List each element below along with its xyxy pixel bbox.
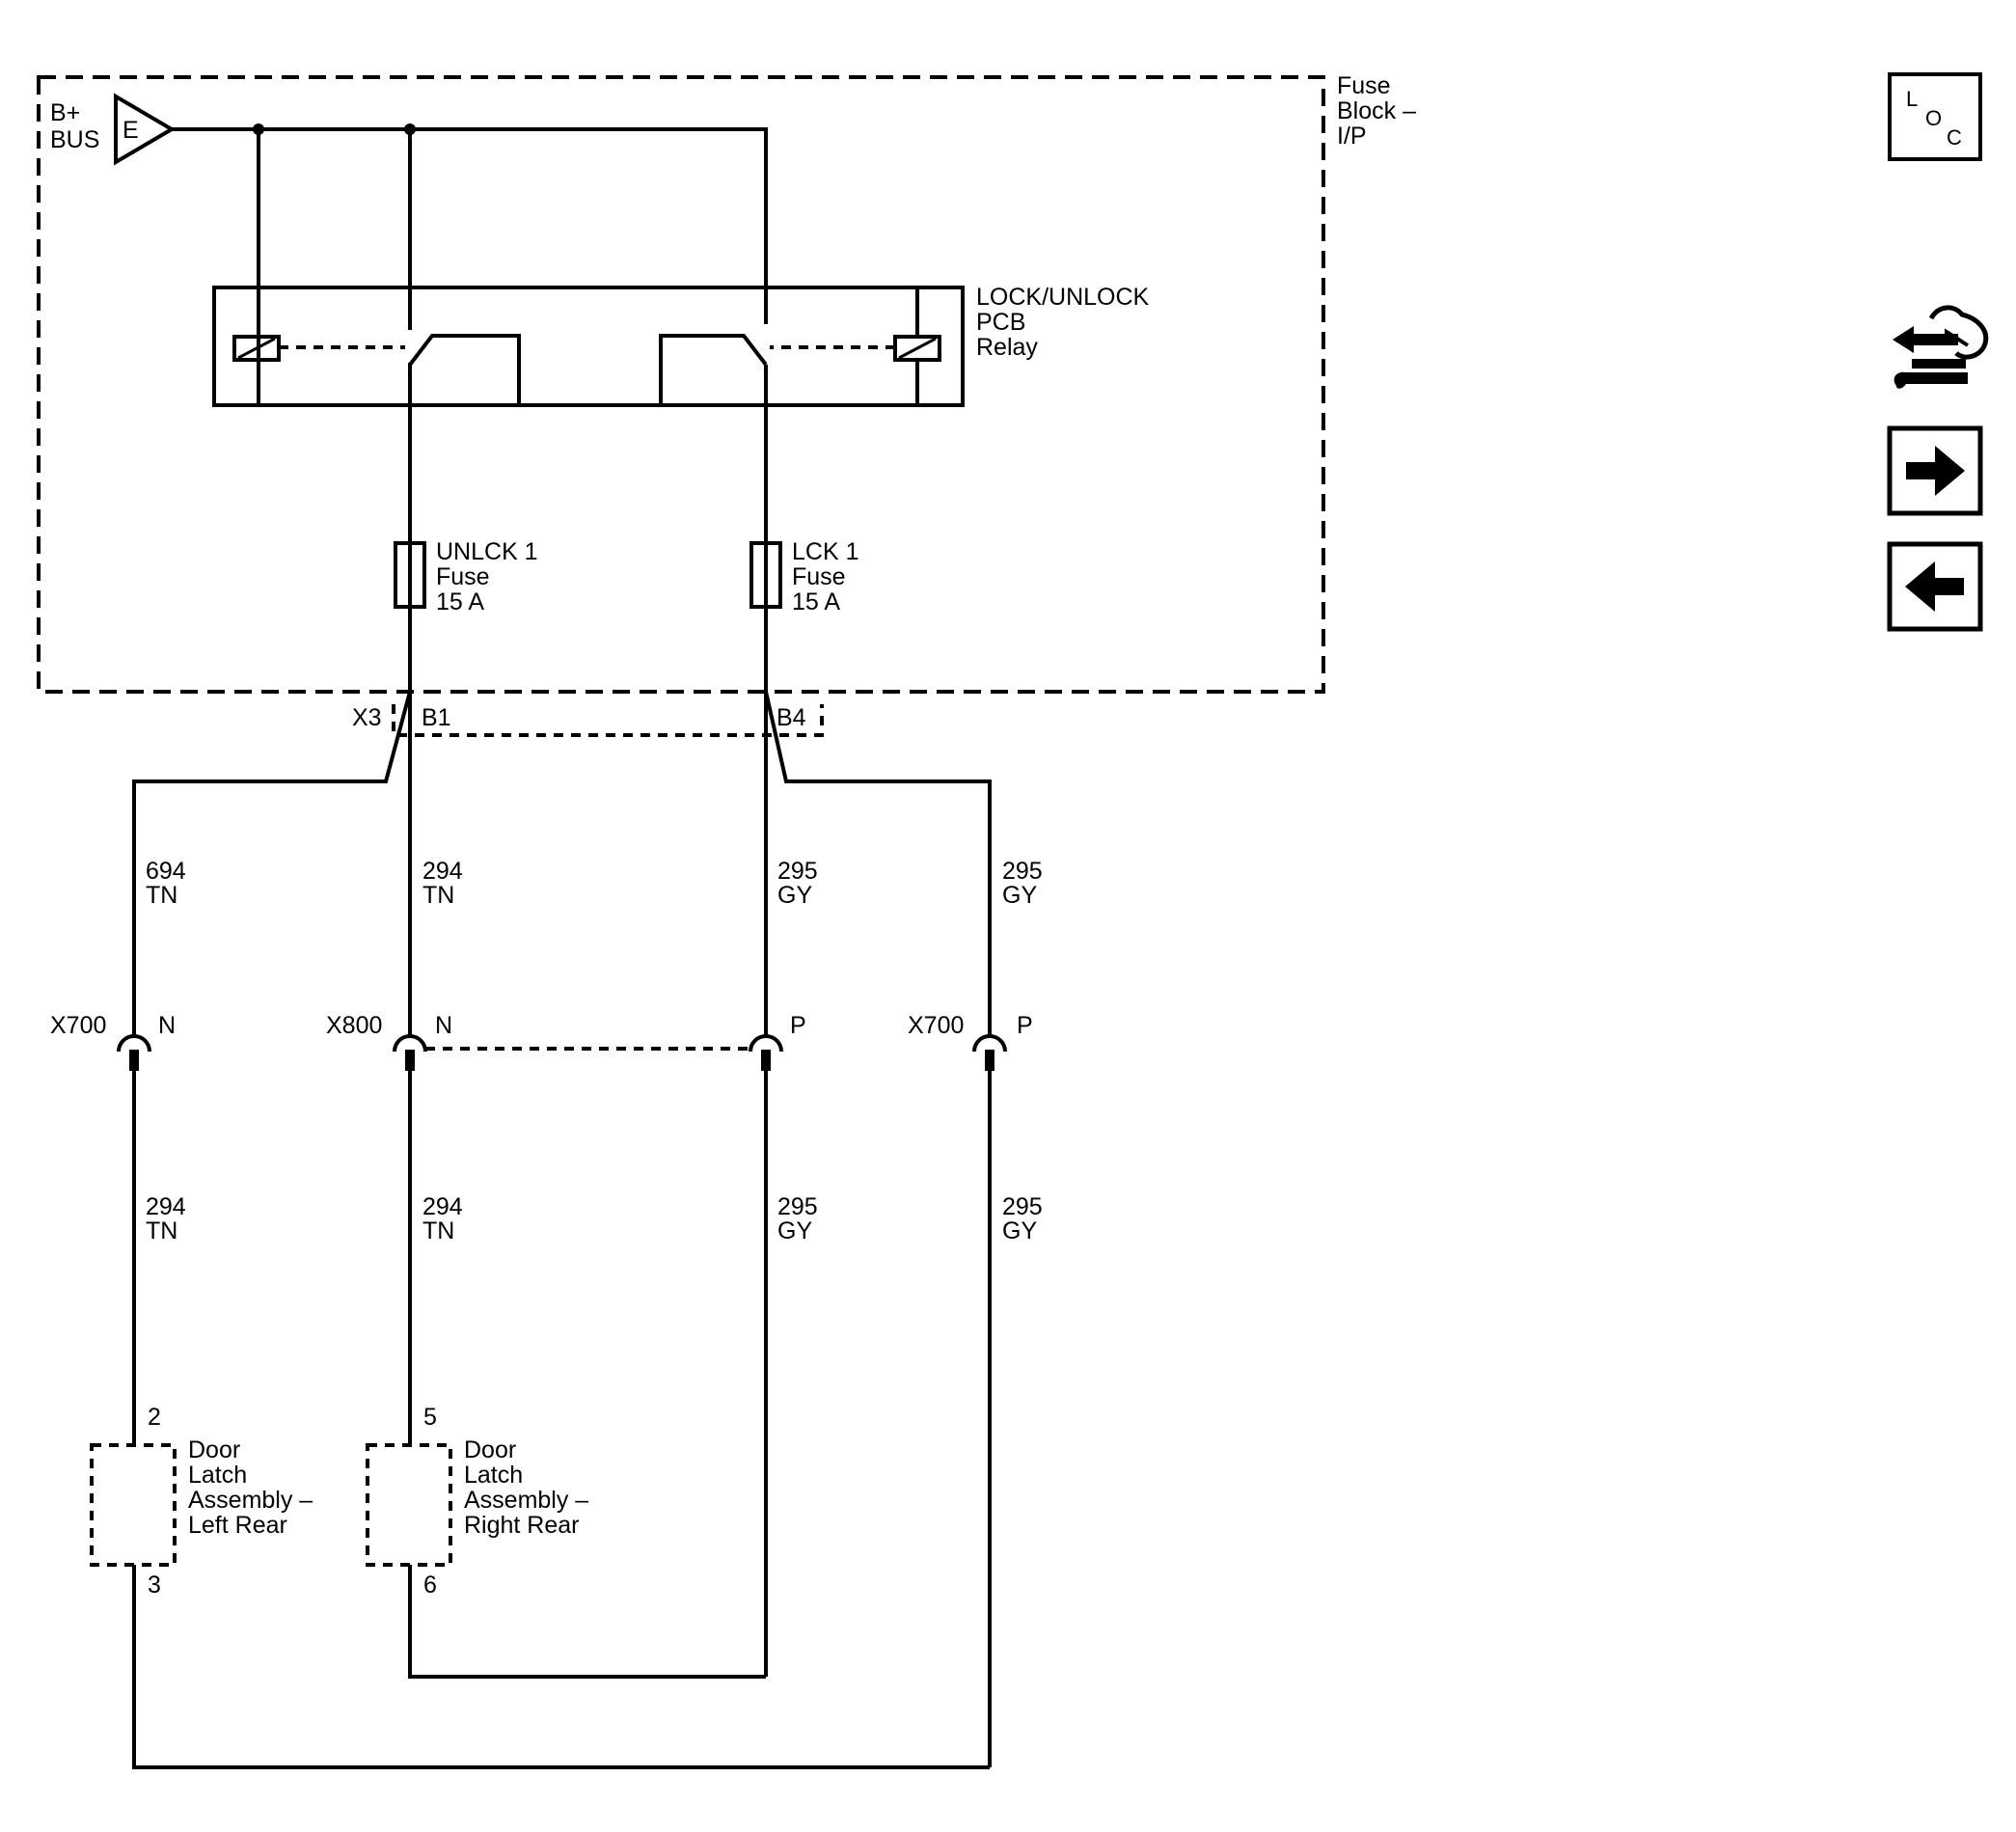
wire-label-color: TN [422,1217,454,1244]
x3-connector-name: X3 [352,704,382,731]
fuse-block-label-2: Block – [1337,97,1416,124]
wire-label-circuit: 295 [1002,858,1043,885]
lock-fuse-label-2: Fuse [792,563,846,590]
loc-letter-o: O [1925,106,1942,130]
loc-icon[interactable] [1888,72,1982,161]
connector-name-x800: X800 [326,1012,382,1039]
unlock-fuse-label-1: UNLCK 1 [436,538,538,565]
x3-pin-b1: B1 [422,704,451,731]
door-latch-pin-top: 5 [423,1404,437,1431]
wire-label-circuit: 295 [777,1193,818,1220]
wire-label-circuit: 694 [146,858,186,885]
coil-symbol-right [898,337,937,360]
prev-button[interactable] [1887,541,1983,632]
wire-label-circuit: 294 [146,1193,186,1220]
door-latch-pin-bottom: 3 [148,1572,161,1599]
return-wire-left-rear [132,1565,990,1769]
wire-label-color: TN [146,882,177,909]
bus-terminal-symbol [114,93,176,166]
connector-name-x700-left: X700 [50,1012,106,1039]
wire-label-circuit: 295 [1002,1193,1043,1220]
wire-label-circuit: 294 [422,858,463,885]
connector-pin: P [790,1012,806,1039]
wire-label-color: GY [777,1217,812,1244]
door-latch-outline [366,1443,452,1567]
inline-connector-symbol [972,1034,1007,1071]
connector-info-icon[interactable] [1893,305,1989,389]
lock-fuse-label-1: LCK 1 [792,538,858,565]
wire-label-color: TN [422,882,454,909]
fuse-block: Fuse Block – I/P [37,72,1416,694]
fuse-block-label-1: Fuse [1337,72,1391,99]
connector-pin: P [1017,1012,1033,1039]
wire-label-color: TN [146,1217,177,1244]
inline-connector-symbol [117,1034,151,1071]
door-latch-label-3: Assembly – [464,1487,588,1514]
return-wire-right-rear [408,1565,766,1679]
wire-label-circuit: 295 [777,858,818,885]
loc-letter-l: L [1906,87,1918,111]
door-latch-pin-top: 2 [148,1404,161,1431]
relay-label-3: Relay [976,334,1038,361]
door-latch-right-rear: 5 6 Door Latch Assembly – Right Rear [366,1404,588,1599]
relay-label-2: PCB [976,309,1025,336]
bus-terminal-letter: E [123,117,139,144]
upper-wire-labels: 694 TN 294 TN 295 GY 295 GY [146,858,1043,909]
bus-label-line1: B+ [50,99,80,126]
door-latch-label-1: Door [188,1436,240,1463]
wire-694-tn [132,691,412,1037]
x3-connector: X3 B1 B4 [132,691,992,1037]
fuses: UNLCK 1 Fuse 15 A LCK 1 Fuse 15 A [394,365,858,1677]
bus-label-line2: BUS [50,126,99,153]
wire-label-color: GY [1002,1217,1037,1244]
door-latch-label-2: Latch [188,1462,247,1489]
connector-name-x700-right: X700 [908,1012,964,1039]
loc-letter-c: C [1947,125,1962,150]
unlock-fuse-label-3: 15 A [436,588,484,615]
bplus-bus: B+ BUS E [50,93,768,405]
inline-connector-symbol [749,1034,783,1071]
lock-unlock-relay: LOCK/UNLOCK PCB Relay [212,284,1150,407]
relay-switch-right [659,334,768,405]
x3-pin-b4: B4 [776,704,806,731]
bus-feed-wire [172,127,768,324]
wire-label-circuit: 294 [422,1193,463,1220]
loc-button[interactable]: L O C [1888,72,1982,161]
prev-arrow-icon[interactable] [1887,541,1983,632]
fuse-block-boundary [37,75,1325,694]
wire-label-color: GY [777,882,812,909]
door-latch-left-rear: 2 3 Door Latch Assembly – Left Rear [90,1404,313,1599]
lock-fuse-label-3: 15 A [792,588,840,615]
wire-label-color: GY [1002,882,1037,909]
door-latch-label-2: Latch [464,1462,523,1489]
unlock-fuse-label-2: Fuse [436,563,490,590]
fuse-block-label-3: I/P [1337,123,1367,150]
connector-pin: N [158,1012,176,1039]
door-latch-pin-bottom: 6 [423,1572,437,1599]
relay-label-1: LOCK/UNLOCK [976,284,1150,311]
inline-connector-symbol [393,1034,427,1071]
x3-connector-outline [392,704,824,737]
connector-pin: N [435,1012,452,1039]
inline-connectors: X700 N X800 N P X700 P [50,1012,1033,1071]
next-button[interactable] [1887,425,1983,516]
door-latch-label-3: Assembly – [188,1487,313,1514]
relay-switch-left [408,334,521,405]
relay-body [212,286,965,407]
door-latch-outline [90,1443,177,1567]
door-latch-label-1: Door [464,1436,516,1463]
lower-wires: 294 TN 294 TN 295 GY 295 GY [132,1071,1043,1769]
door-latch-label-4: Right Rear [464,1512,580,1539]
door-latch-label-4: Left Rear [188,1512,287,1539]
wire-295-gy-branch [764,691,992,1037]
